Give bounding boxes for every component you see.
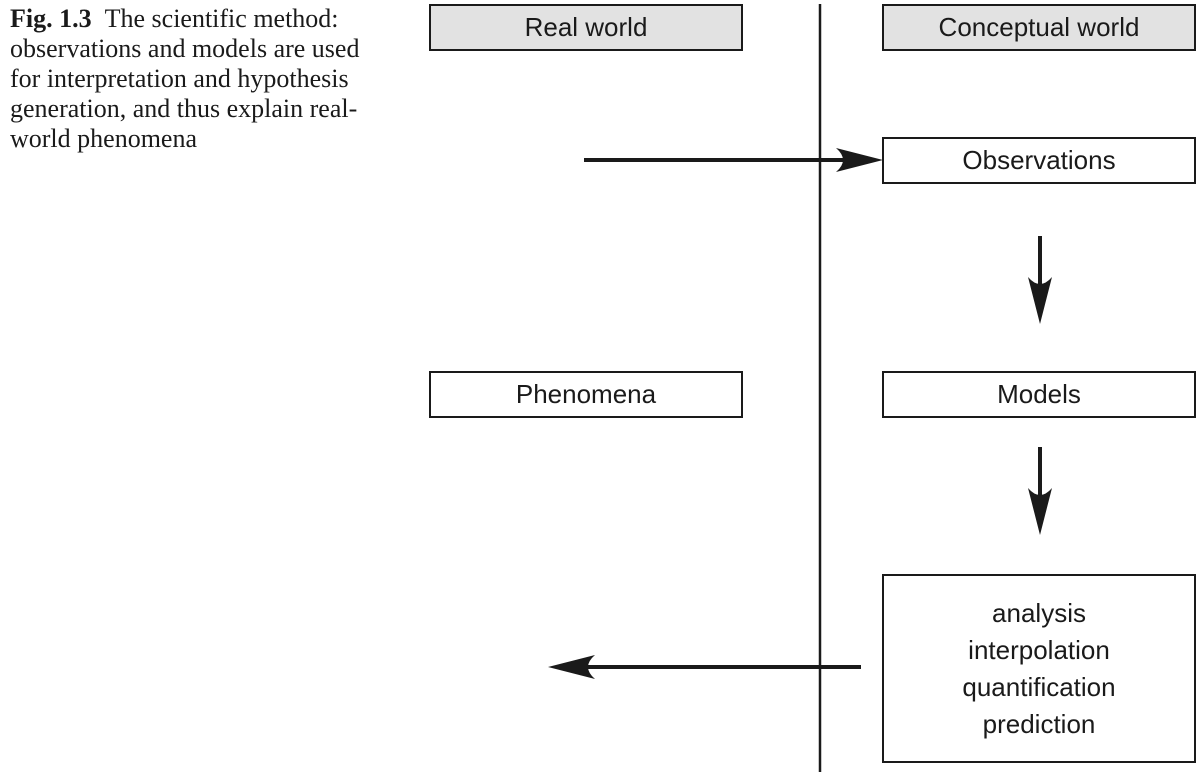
real-world-header: Real world (429, 4, 743, 51)
models-box: Models (882, 371, 1196, 418)
methods-box: analysis interpolation quantification pr… (882, 574, 1196, 763)
method-analysis: analysis (992, 597, 1086, 628)
caption-text: The scientific method: observations and … (10, 4, 360, 153)
conceptual-world-header: Conceptual world (882, 4, 1196, 51)
arrow-observations-to-models (1028, 236, 1052, 324)
method-quantification: quantification (962, 671, 1116, 702)
arrow-models-to-methods (1028, 447, 1052, 535)
arrow-to-real-world (548, 655, 861, 679)
phenomena-box: Phenomena (429, 371, 743, 418)
observations-box: Observations (882, 137, 1196, 184)
arrow-to-observations (584, 148, 883, 172)
figure-caption: Fig. 1.3 The scientific method: observat… (10, 4, 380, 154)
method-prediction: prediction (982, 708, 1096, 739)
figure-label: Fig. 1.3 (10, 4, 92, 33)
method-interpolation: interpolation (968, 634, 1110, 665)
